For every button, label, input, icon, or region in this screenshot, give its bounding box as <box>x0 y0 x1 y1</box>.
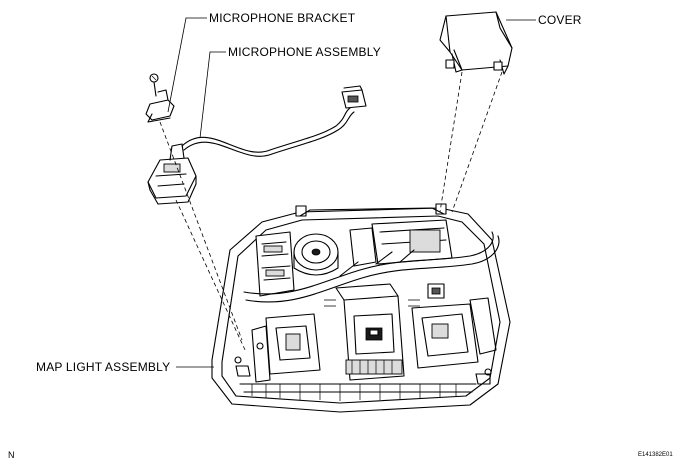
callout-leaders <box>167 17 536 368</box>
cover-drawing <box>439 11 513 75</box>
microphone-assembly-label: MICROPHONE ASSEMBLY <box>228 45 381 59</box>
microphone-bracket-label: MICROPHONE BRACKET <box>209 11 356 25</box>
microphone-bracket-drawing <box>145 73 175 123</box>
alignment-guides <box>159 71 503 353</box>
microphone-assembly-drawing <box>147 85 367 205</box>
north-mark: N <box>8 450 15 460</box>
figure-code: E141382E01 <box>638 452 673 458</box>
map-light-assembly-label: MAP LIGHT ASSEMBLY <box>36 360 171 374</box>
cover-label: COVER <box>538 13 582 27</box>
map-light-assembly-drawing <box>211 203 511 413</box>
